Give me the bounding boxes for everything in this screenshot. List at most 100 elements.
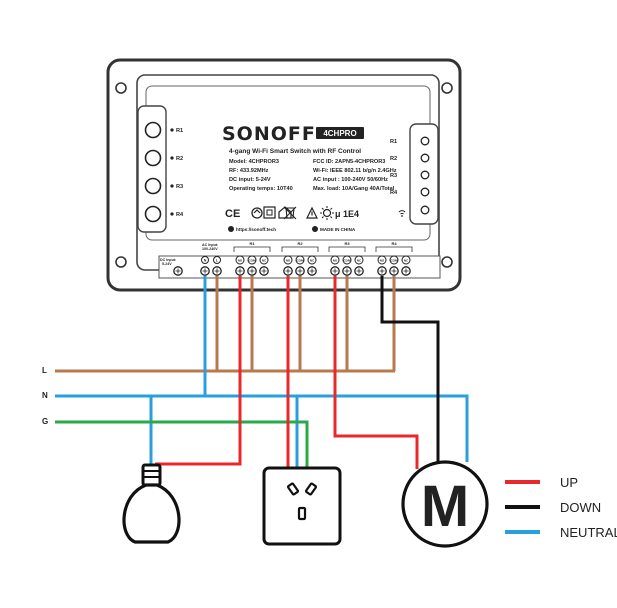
- spec-right-line: Max. load: 10A/Gang 40A/Total: [313, 186, 395, 192]
- status-led-2: [420, 153, 430, 163]
- dc-input-value: 5-24V: [162, 262, 172, 266]
- button-label: R4: [176, 212, 184, 218]
- terminal-text: NC: [262, 259, 267, 263]
- neutral-line: [55, 394, 469, 462]
- channel-button-1[interactable]: [144, 121, 162, 139]
- terminal-text: NO: [238, 259, 243, 263]
- led-dot: [170, 128, 174, 132]
- led-label: R1: [390, 139, 397, 145]
- device-subtitle: 4-gang Wi-Fi Smart Switch with RF Contro…: [229, 148, 361, 155]
- spec-right-line: FCC ID: 2APN5-4CHPROR3: [313, 159, 385, 165]
- terminal-text: L: [216, 259, 219, 263]
- wifi-icon: [398, 210, 406, 217]
- socket-icon: [262, 466, 342, 546]
- spec-left-line: RF: 433.92MHz: [229, 168, 269, 174]
- up-wire: [333, 276, 419, 469]
- terminal-label: [247, 255, 257, 265]
- spec-left-line: DC input: 5-24V: [229, 177, 271, 183]
- spec-right-line: AC input : 100-240V 50/60Hz: [313, 177, 388, 183]
- channel-button-2[interactable]: [144, 149, 162, 167]
- led-dot: [170, 184, 174, 188]
- terminal-text: NC: [310, 259, 315, 263]
- led-dot: [170, 212, 174, 216]
- ac-input-label: AC Input:: [202, 243, 218, 247]
- brand-logo: SONOFF: [222, 123, 316, 145]
- button-label: R1: [176, 128, 183, 134]
- terminal-label: [295, 255, 305, 265]
- spec-left-line: Model: 4CHPROR3: [229, 159, 279, 165]
- terminal-label: [401, 255, 411, 265]
- status-led-4: [420, 187, 430, 197]
- terminal-label-L: [213, 256, 221, 264]
- warning-icon: [306, 206, 318, 219]
- terminal-label: [377, 255, 387, 265]
- terminal-label: [354, 255, 364, 265]
- recycle-loop-icon: [251, 207, 263, 219]
- terminal-text: NO: [380, 259, 385, 263]
- terminal-label: [283, 255, 293, 265]
- motor-label: M: [421, 474, 469, 539]
- terminal-label: [389, 255, 399, 265]
- globe-icon: [228, 226, 234, 232]
- spec-right-line: Wi-Fi: IEEE 802.11 b/g/n 2.4GHz: [313, 168, 397, 174]
- mount-hole: [441, 82, 453, 94]
- terminal-text: COM: [344, 259, 352, 263]
- relay-group-label: R2: [297, 241, 303, 246]
- led-label: R2: [390, 156, 397, 162]
- ground-line: [55, 420, 309, 470]
- bulb-icon: [122, 463, 181, 544]
- cert-icons: CE μ 1E4: [225, 206, 359, 232]
- flag-icon: [312, 226, 318, 232]
- relay-group-label: R1: [249, 241, 255, 246]
- led-dot: [170, 156, 174, 160]
- terminal-text: COM: [391, 259, 399, 263]
- status-led-3: [420, 170, 430, 180]
- led-label: R3: [390, 173, 397, 179]
- legend-label: DOWN: [560, 500, 601, 515]
- terminal-label: [342, 255, 352, 265]
- terminal-text: COM: [249, 259, 257, 263]
- mount-hole: [115, 256, 127, 268]
- channel-button-4[interactable]: [144, 205, 162, 223]
- status-led-1: [420, 136, 430, 146]
- relay-group-label: R4: [391, 241, 397, 246]
- terminal-text: N: [204, 259, 207, 263]
- terminal-text: NC: [404, 259, 409, 263]
- legend-label: UP: [560, 475, 578, 490]
- terminal-label: [259, 255, 269, 265]
- down-wire: [380, 276, 440, 462]
- mount-hole: [115, 82, 127, 94]
- recycle-bin-icon: [283, 206, 297, 220]
- wifi-led: [420, 205, 430, 215]
- sun-icon: [320, 206, 334, 220]
- up-wire: [155, 276, 242, 466]
- legend: UP DOWN NEUTRAL: [505, 475, 617, 540]
- line-l-label: L: [42, 366, 47, 375]
- square-mark-icon: [263, 206, 276, 219]
- terminal-text: NC: [357, 259, 362, 263]
- button-label: R2: [176, 156, 183, 162]
- button-label: R3: [176, 184, 183, 190]
- dc-input-label: DC Input:: [160, 258, 176, 262]
- wires: [55, 276, 469, 470]
- terminal-text: NO: [286, 259, 291, 263]
- legend-label: NEUTRAL: [560, 525, 617, 540]
- line-n-label: N: [42, 391, 48, 400]
- channel-button-3[interactable]: [144, 177, 162, 195]
- terminal-label: [235, 255, 245, 265]
- motor-icon: M: [401, 460, 489, 548]
- terminal-text: NO: [333, 259, 338, 263]
- relay-group-label: R3: [344, 241, 350, 246]
- spec-left-line: Operating temps: 10T40: [229, 186, 293, 192]
- mount-hole: [441, 256, 453, 268]
- model-badge: 4CHPRO: [323, 129, 356, 138]
- terminal-text: COM: [297, 259, 305, 263]
- terminal-label: [330, 255, 340, 265]
- terminal-label: [307, 255, 317, 265]
- led-label: R4: [390, 190, 398, 196]
- terminal-label-N: [201, 256, 209, 264]
- ac-input-value: 100-240V: [202, 247, 218, 251]
- line-g-label: G: [42, 417, 48, 426]
